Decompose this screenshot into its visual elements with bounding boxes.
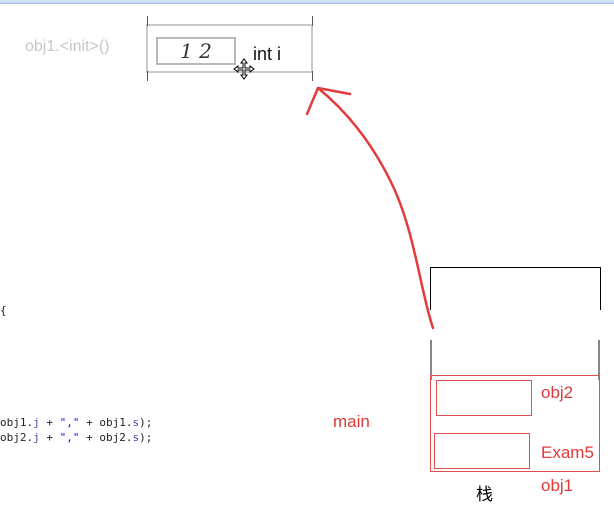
- stack-slot-obj2: [436, 380, 532, 416]
- code-line-2: obj2.j + "," + obj2.s);: [0, 431, 153, 444]
- main-label: main: [333, 412, 370, 431]
- stack-top-outline: [430, 267, 601, 310]
- main-stack-frame: [430, 375, 600, 472]
- frame-tick-bottom-left: [147, 71, 148, 81]
- frame-tick-bottom-right: [312, 71, 313, 81]
- red-arrow-head: [305, 86, 352, 116]
- move-cursor-icon: [233, 58, 255, 80]
- local-variable-slot: 1 2: [156, 37, 236, 65]
- slot-label-obj2: obj2: [541, 383, 574, 402]
- frame-method-label: obj1.<init>(): [25, 38, 110, 55]
- method-frame-box: [146, 16, 313, 81]
- stack-left-edge: [430, 340, 432, 380]
- slot-label-exam5: Exam5: [541, 443, 594, 462]
- red-arrow-shaft: [316, 86, 435, 330]
- code-brace: {: [0, 304, 7, 317]
- frame-tick-right: [312, 16, 313, 26]
- stack-slot-obj1: [434, 433, 530, 469]
- window-top-edge: [0, 0, 614, 4]
- slot-label-obj1: obj1: [541, 476, 574, 495]
- stack-caption: 栈: [476, 485, 493, 505]
- code-line-1: obj1.j + "," + obj1.s);: [0, 416, 153, 429]
- local-variable-label: int i: [253, 44, 282, 64]
- stack-right-edge: [598, 340, 600, 380]
- frame-tick-left: [147, 16, 148, 26]
